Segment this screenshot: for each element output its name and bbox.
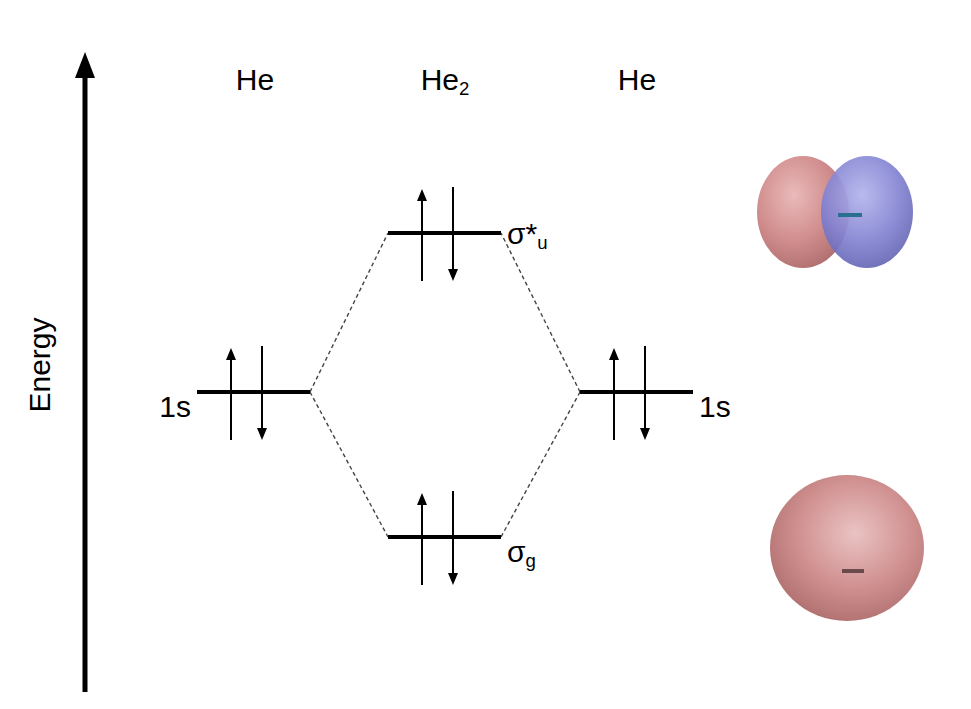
atom-label: He <box>618 65 656 95</box>
correlation-line <box>501 233 580 392</box>
orbital-label: σ*u <box>507 217 548 250</box>
atomic-orbital-level: 1s <box>580 390 693 394</box>
correlation-line <box>310 392 388 537</box>
correlation-line <box>501 392 580 537</box>
atom-label: He <box>236 65 274 95</box>
orbital-label: σg <box>507 535 536 568</box>
orbital-label: 1s <box>159 390 191 423</box>
bonding-orbital <box>770 475 924 621</box>
bonding-level: σg <box>388 535 501 539</box>
molecule-label: He2 <box>421 65 470 95</box>
correlation-line <box>310 233 388 392</box>
antibonding-level: σ*u <box>388 231 501 235</box>
energy-axis <box>75 52 95 692</box>
electron-arrows <box>226 187 650 585</box>
orbital-label: 1s <box>699 390 731 423</box>
antibonding-orbital <box>757 156 913 268</box>
axis-label: Energy <box>25 317 55 412</box>
atomic-orbital-level: 1s <box>197 390 310 394</box>
